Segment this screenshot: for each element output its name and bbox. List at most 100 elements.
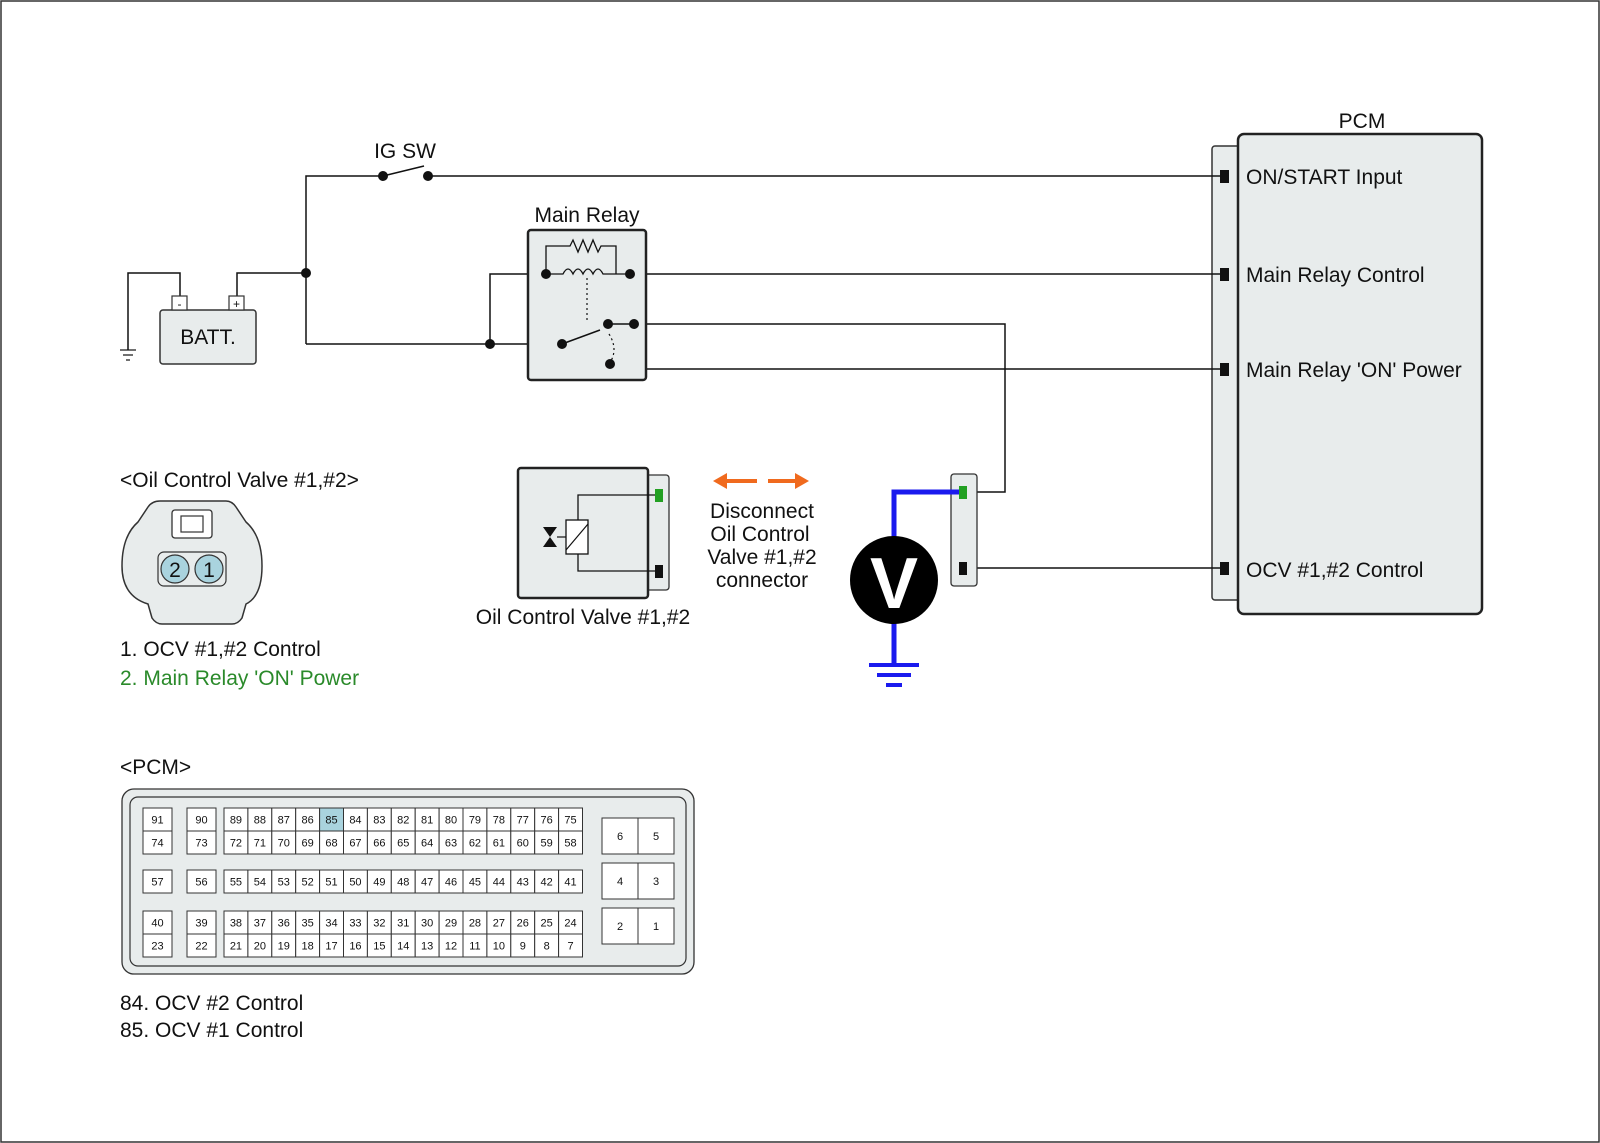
harness-connector xyxy=(950,473,978,587)
ig-switch-label: IG SW xyxy=(374,140,436,163)
pcm-pin-label: 53 xyxy=(278,877,290,889)
battery-body xyxy=(159,309,257,365)
pcm-pin-label: 39 xyxy=(195,918,207,930)
pcm-pin-label: 61 xyxy=(493,838,505,850)
pcm-pin-label: 21 xyxy=(230,941,242,953)
pcm-pin-label: 20 xyxy=(254,941,266,953)
pcm-module: PCM ON/START Input Main Relay Control Ma… xyxy=(1211,110,1484,616)
battery-plus-label: + xyxy=(233,297,240,311)
pcm-pin-cell xyxy=(637,862,675,900)
pcm-pin-label: 51 xyxy=(325,877,337,889)
pcm-pin-label: 30 xyxy=(421,918,433,930)
relay-coil xyxy=(546,268,630,276)
pcm-pin-label: 60 xyxy=(517,838,529,850)
pcm-pin-label: 33 xyxy=(349,918,361,930)
pcm-pin-label: 68 xyxy=(325,838,337,850)
pcm-pin-label: 24 xyxy=(564,918,576,930)
pcm-pin-label: 3 xyxy=(653,876,659,888)
disconnect-line-4: connector xyxy=(716,569,808,592)
pcm-pin-label: 75 xyxy=(564,815,576,827)
pcm-pin-cell xyxy=(186,933,217,958)
arrow-left-icon xyxy=(713,473,727,489)
junction-dot xyxy=(301,268,311,278)
pcm-pin-label: 45 xyxy=(469,877,481,889)
battery-plus-wire xyxy=(236,272,306,298)
pcm-pin-label: 48 xyxy=(397,877,409,889)
pcm-pin-label: 2 xyxy=(617,921,623,933)
pcm-pin-label: 28 xyxy=(469,918,481,930)
pcm-pin-label: 88 xyxy=(254,815,266,827)
ocv-internal-wire xyxy=(577,494,655,520)
pcm-label-main-relay-control: Main Relay Control xyxy=(1246,264,1425,287)
pcm-pin-label: 85 xyxy=(325,815,337,827)
relay-resistor xyxy=(545,238,617,274)
voltmeter-icon xyxy=(850,536,938,624)
pcm-pin-label: 47 xyxy=(421,877,433,889)
pcm-pin-label: 65 xyxy=(397,838,409,850)
ocv-connector-housing xyxy=(121,500,263,625)
pcm-pin-label: 23 xyxy=(151,941,163,953)
relay-to-ocv-wire xyxy=(634,323,1006,493)
pcm-label-main-relay-power: Main Relay 'ON' Power xyxy=(1246,359,1462,382)
main-relay: Main Relay xyxy=(526,204,648,382)
pcm-pin-cell xyxy=(558,869,583,894)
pcm-pin-cell xyxy=(142,869,173,894)
relay-terminal xyxy=(541,269,551,279)
pcm-pin-label: 22 xyxy=(195,941,207,953)
pcm-pin-label: 4 xyxy=(617,876,623,888)
ig-switch: IG SW xyxy=(374,140,436,181)
pcm-pin-label: 55 xyxy=(230,877,242,889)
pcm-pin-label: 69 xyxy=(302,838,314,850)
ocv-component-label: Oil Control Valve #1,#2 xyxy=(476,606,690,629)
pcm-pin-label: 56 xyxy=(195,877,207,889)
pcm-pin-label: 79 xyxy=(469,815,481,827)
pcm-pin-label: 64 xyxy=(421,838,433,850)
ocv-terminal-power xyxy=(655,489,663,502)
pcm-label-ocv-control: OCV #1,#2 Control xyxy=(1246,559,1423,582)
arrow-right-icon xyxy=(795,473,809,489)
pcm-pin-main-relay-control xyxy=(1220,268,1229,281)
pcm-pin-label: 59 xyxy=(541,838,553,850)
harness-connector-body xyxy=(950,473,978,587)
battery-minus-label: - xyxy=(178,297,182,311)
battery-label: BATT. xyxy=(180,326,236,349)
pcm-pin-label: 27 xyxy=(493,918,505,930)
pcm-pin-label: 15 xyxy=(373,941,385,953)
pcm-pin-label: 78 xyxy=(493,815,505,827)
ocv-solenoid-diag xyxy=(565,523,589,551)
harness-terminal-control xyxy=(959,562,967,575)
pcm-pin-label: 25 xyxy=(541,918,553,930)
pcm-pin-label: 32 xyxy=(373,918,385,930)
ocv-connector-title: <Oil Control Valve #1,#2> xyxy=(120,469,359,492)
voltmeter-lead-positive xyxy=(891,489,959,540)
ig-switch-blade xyxy=(382,165,425,177)
ocv-pin-1-label: 1 xyxy=(203,559,215,582)
relay-terminal xyxy=(603,319,613,329)
relay-terminal xyxy=(625,269,635,279)
harness-terminal-power xyxy=(959,486,967,499)
pcm-pin-label: 9 xyxy=(520,941,526,953)
pcm-pin-label: 1 xyxy=(653,921,659,933)
pcm-pin-label: 19 xyxy=(278,941,290,953)
pcm-pin-label: 81 xyxy=(421,815,433,827)
pcm-pin-label: 37 xyxy=(254,918,266,930)
pcm-pin-ocv-control xyxy=(1220,562,1229,575)
pcm-pin-label: 40 xyxy=(151,918,163,930)
pcm-pin-on-start xyxy=(1220,170,1229,183)
ocv-pin-2-label: 2 xyxy=(169,559,181,582)
pcm-pin-label: 87 xyxy=(278,815,290,827)
pcm-pin-label: 58 xyxy=(564,838,576,850)
pcm-pin-label: 43 xyxy=(517,877,529,889)
pcm-pin-label: 86 xyxy=(302,815,314,827)
pcm-pin-cell xyxy=(558,830,583,855)
relay-label: Main Relay xyxy=(534,204,640,227)
pcm-pin-label: 35 xyxy=(302,918,314,930)
pcm-pin-label: 90 xyxy=(195,815,207,827)
pcm-pin-label: 50 xyxy=(349,877,361,889)
pcm-pin-label: 66 xyxy=(373,838,385,850)
pcm-pin-cell xyxy=(558,933,583,958)
pcm-pin-label: 13 xyxy=(421,941,433,953)
pcm-pin-label: 70 xyxy=(278,838,290,850)
ocv-connector-face: <Oil Control Valve #1,#2> 2 1 1. OCV #1,… xyxy=(120,469,359,690)
